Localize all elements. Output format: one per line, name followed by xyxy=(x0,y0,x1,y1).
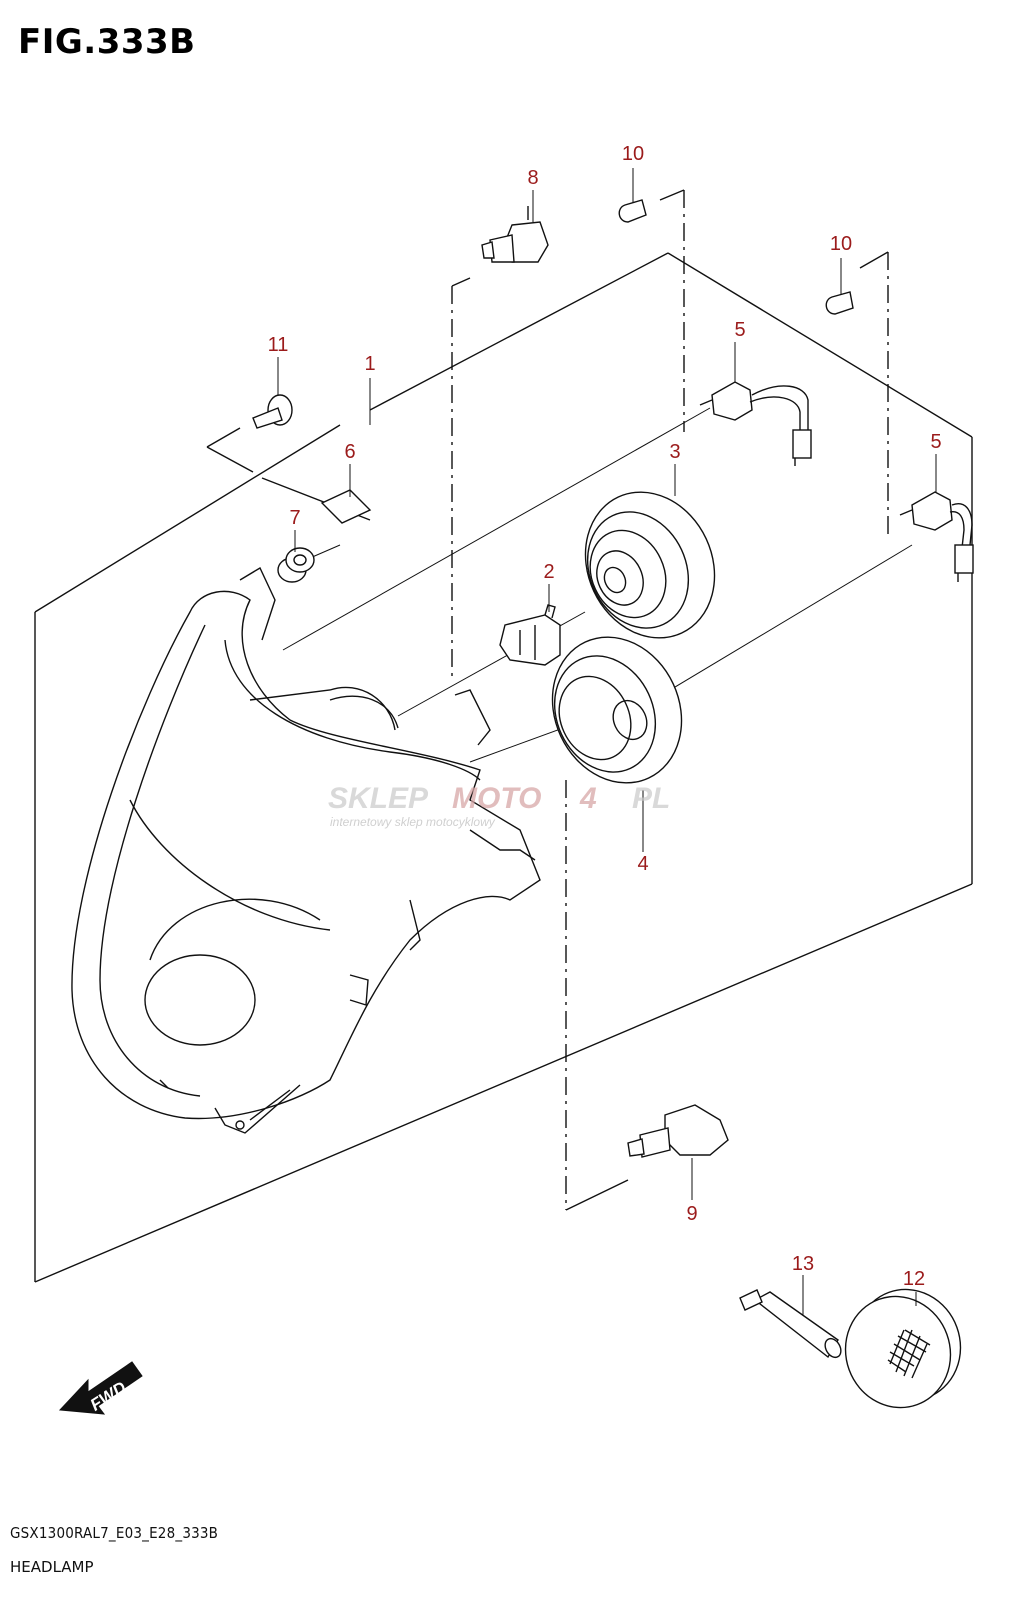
part-11-screw xyxy=(252,394,293,429)
callout-labels: 1 2 3 4 5 5 6 7 8 9 10 10 11 12 13 xyxy=(268,143,942,1290)
callout-10-upper: 10 xyxy=(622,143,644,165)
callout-13: 13 xyxy=(792,1253,814,1275)
watermark-brand-d: PL xyxy=(632,782,670,815)
part-3-reflector xyxy=(584,491,716,639)
part-9-bulb xyxy=(627,1104,729,1158)
callout-11: 11 xyxy=(268,334,289,356)
figure-name: HEADLAMP xyxy=(10,1558,94,1576)
watermark-brand-c: 4 xyxy=(579,782,597,815)
watermark-brand-b: MOTO xyxy=(452,782,541,815)
watermark-tagline: internetowy sklep motocyklowy xyxy=(330,815,496,829)
part-13-pin xyxy=(739,1289,842,1359)
callout-7: 7 xyxy=(289,507,300,529)
part-5-socket-lower xyxy=(899,491,974,582)
figure-code: GSX1300RAL7_E03_E28_333B xyxy=(10,1524,219,1542)
assembly-frame xyxy=(34,252,973,1283)
part-7-grommet xyxy=(277,547,315,583)
callout-10-lower: 10 xyxy=(830,233,852,255)
part-10-bulb-upper xyxy=(618,199,647,223)
callout-leaders xyxy=(277,168,937,1316)
callout-5-upper: 5 xyxy=(734,319,745,341)
part-4-reflector xyxy=(551,636,683,784)
part-5-socket-upper xyxy=(699,381,812,466)
watermark: SKLEP MOTO 4 PL internetowy sklep motocy… xyxy=(328,782,670,829)
part-2-socket xyxy=(499,604,561,666)
part-10-bulb-lower xyxy=(825,291,854,315)
callout-1: 1 xyxy=(364,353,375,375)
part-6-label xyxy=(320,489,372,524)
callout-9: 9 xyxy=(686,1203,697,1225)
part-8-bulb xyxy=(481,206,549,263)
watermark-brand-a: SKLEP xyxy=(328,782,429,815)
callout-5-lower: 5 xyxy=(930,431,941,453)
callout-8: 8 xyxy=(527,167,538,189)
callout-6: 6 xyxy=(344,441,355,463)
fwd-direction-badge: FWD xyxy=(58,1361,143,1415)
callout-12: 12 xyxy=(903,1268,925,1290)
callout-3: 3 xyxy=(669,441,680,463)
part-12-cap xyxy=(844,1288,962,1409)
figure-title: FIG.333B xyxy=(18,22,196,62)
callout-2: 2 xyxy=(543,561,554,583)
headlamp-housing xyxy=(71,567,541,1134)
callout-4: 4 xyxy=(637,853,648,875)
